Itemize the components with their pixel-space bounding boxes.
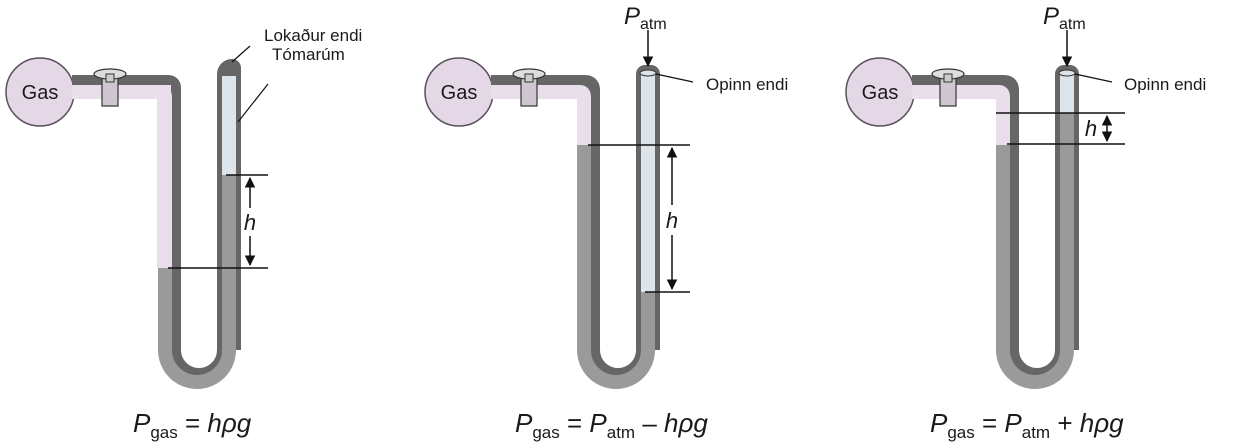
formula-closed: Pgas = hρg (133, 408, 252, 442)
u-tube-wall (912, 65, 1079, 386)
annotation-leader-closed (231, 45, 251, 63)
annotation-leader-open (655, 73, 694, 83)
gas-label: Gas (22, 82, 59, 104)
mercury-column (577, 145, 655, 389)
open-end-label: Opinn endi (706, 75, 788, 94)
mercury-column (996, 113, 1074, 389)
u-tube-wall (72, 59, 241, 386)
tube-horizontal-fill (72, 85, 172, 268)
vacuum-label: Tómarúm (272, 45, 345, 64)
patm-label: Patm (1043, 3, 1086, 33)
stopcock-valve[interactable] (93, 68, 127, 107)
open-end-rim (1058, 69, 1076, 77)
open-end-rim (639, 69, 657, 77)
panel-open-end-higher: Gas h Patm Opinn endi Pgas = Patm + hρg (845, 3, 1206, 442)
annotation-leader-vacuum (237, 83, 269, 123)
h-label: h (1085, 116, 1097, 141)
patm-label: Patm (624, 3, 667, 33)
gas-label: Gas (441, 82, 478, 104)
stopcock-valve[interactable] (931, 68, 965, 107)
tube-gas-region (72, 85, 171, 268)
open-end-label: Opinn endi (1124, 75, 1206, 94)
stopcock-valve[interactable] (512, 68, 546, 107)
mercury-column (158, 175, 236, 389)
tube-gas-region (912, 85, 1010, 145)
h-label: h (244, 210, 256, 235)
panel-closed-end: Gas h Lokaður endi Tómarúm Pgas = hρg (5, 26, 362, 442)
u-tube-wall (491, 65, 660, 386)
panel-open-end-lower: Gas h Patm Opinn endi Pgas = Patm – hρg (424, 3, 788, 442)
formula-open-higher: Pgas = Patm + hρg (930, 408, 1124, 442)
tube-gas-region (491, 85, 591, 145)
gas-label: Gas (862, 82, 899, 104)
annotation-leader-open (1074, 73, 1113, 83)
formula-open-lower: Pgas = Patm – hρg (515, 408, 708, 442)
closed-end-label: Lokaður endi (264, 26, 362, 45)
h-label: h (666, 208, 678, 233)
